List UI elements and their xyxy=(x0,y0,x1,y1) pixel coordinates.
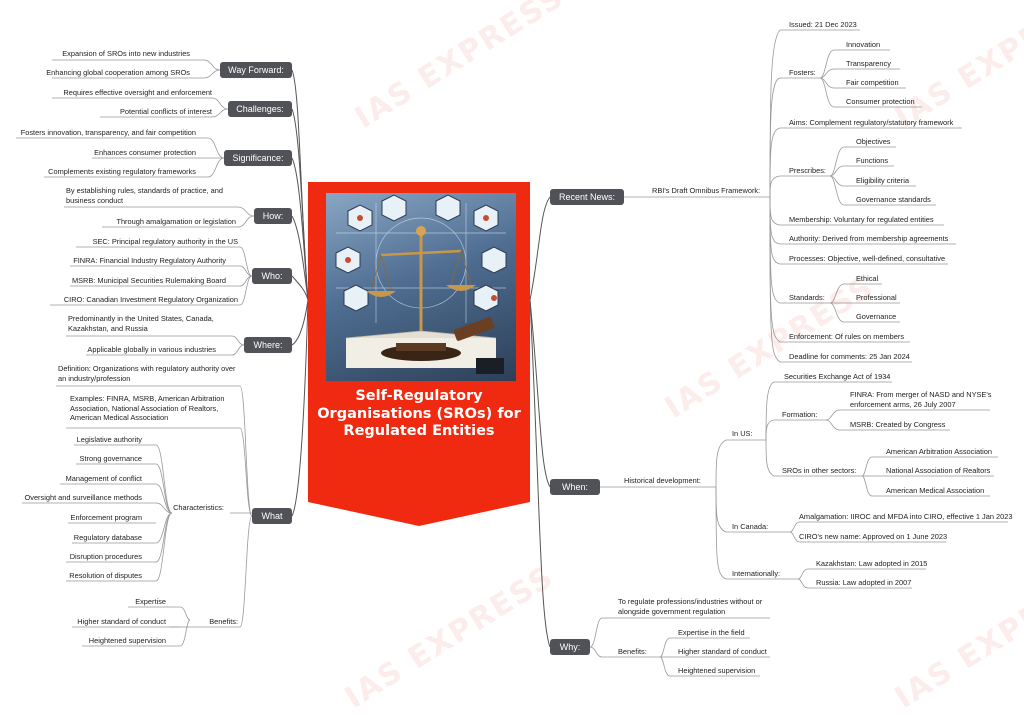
leaf-text: SEC: Principal regulatory authority in t… xyxy=(92,237,238,246)
leaf-text: Predominantly in the United States, Cana… xyxy=(68,314,214,333)
leaf-text: American Medical Association xyxy=(886,486,985,495)
leaf-text: Enhancing global cooperation among SROs xyxy=(46,68,190,77)
branch-who[interactable]: Who: xyxy=(252,268,292,284)
leaf-text: Complements existing regulatory framewor… xyxy=(48,167,196,176)
leaf-text: FINRA: Financial Industry Regulatory Aut… xyxy=(73,256,226,265)
leaf-text: Expertise in the field xyxy=(678,628,745,637)
leaf-text: Consumer protection xyxy=(846,97,915,106)
branch-where[interactable]: Where: xyxy=(244,337,292,353)
sub-branch-label: SROs in other sectors: xyxy=(782,466,857,475)
leaf-text: Governance standards xyxy=(856,195,931,204)
leaf-text: Through amalgamation or legislation xyxy=(116,217,236,226)
branch-what[interactable]: What xyxy=(252,508,292,524)
leaf-text: Issued: 21 Dec 2023 xyxy=(789,20,857,29)
leaf-text: Amalgamation: IIROC and MFDA into CIRO, … xyxy=(799,512,1013,521)
leaf-text: Professional xyxy=(856,293,897,302)
leaf-text: CIRO: Canadian Investment Regulatory Org… xyxy=(63,295,238,304)
leaf-text: American Arbitration Association xyxy=(886,447,992,456)
sub-branch-label: Historical development: xyxy=(624,476,701,485)
leaf-text: Kazakhstan: Law adopted in 2015 xyxy=(816,559,928,568)
leaf-text: By establishing rules, standards of prac… xyxy=(66,186,223,205)
leaf-text: Higher standard of conduct xyxy=(77,617,166,626)
leaf-text: Requires effective oversight and enforce… xyxy=(63,88,212,97)
branch-why[interactable]: Why: xyxy=(550,639,590,655)
leaf-text: Disruption procedures xyxy=(69,552,142,561)
leaf-text: Transparency xyxy=(846,59,891,68)
leaf-text: Higher standard of conduct xyxy=(678,647,767,656)
leaf-text: Deadline for comments: 25 Jan 2024 xyxy=(789,352,910,361)
leaf-text: CIRO's new name: Approved on 1 June 2023 xyxy=(799,532,948,541)
sub-branch-label: RBI's Draft Omnibus Framework: xyxy=(652,186,761,195)
sub-branch-label: In US: xyxy=(732,429,753,438)
leaf-text: Fair competition xyxy=(846,78,899,87)
leaf-text: MSRB: Created by Congress xyxy=(850,420,946,429)
leaf-text: Expertise xyxy=(135,597,166,606)
leaf-text: Oversight and surveillance methods xyxy=(24,493,143,502)
leaf-text: Strong governance xyxy=(79,454,142,463)
sub-branch-label: Benefits: xyxy=(209,617,238,626)
justice-scale-illustration xyxy=(326,193,516,381)
leaf-text: National Association of Realtors xyxy=(886,466,991,475)
leaf-text: Russia: Law adopted in 2007 xyxy=(816,578,912,587)
sub-branch-label: Internationally: xyxy=(732,569,781,578)
leaf-text: To regulate professions/industries witho… xyxy=(618,597,763,616)
sub-branch-label: Standards: xyxy=(789,293,825,302)
sub-branch-label: Formation: xyxy=(782,410,818,419)
leaf-text: Securities Exchange Act of 1934 xyxy=(784,372,891,381)
leaf-text: Heightened supervision xyxy=(88,636,166,645)
connector-lines xyxy=(16,29,1008,677)
leaf-text: Examples: FINRA, MSRB, American Arbitrat… xyxy=(70,394,225,423)
leaf-text: Applicable globally in various industrie… xyxy=(87,345,216,354)
branch-recent-news[interactable]: Recent News: xyxy=(550,189,624,205)
sub-branch-label: Benefits: xyxy=(618,647,647,656)
leaf-text: Objectives xyxy=(856,137,891,146)
sub-branch-label: Characteristics: xyxy=(173,503,224,512)
branch-challenges[interactable]: Challenges: xyxy=(228,101,292,117)
central-topic-card-tip xyxy=(308,502,530,526)
sub-branch-label: Fosters: xyxy=(789,68,816,77)
leaf-text: Membership: Voluntary for regulated enti… xyxy=(789,215,934,224)
branch-significance[interactable]: Significance: xyxy=(224,150,292,166)
leaf-text: Resolution of disputes xyxy=(69,571,142,580)
leaf-text: Eligibility criteria xyxy=(856,176,909,185)
branch-how[interactable]: How: xyxy=(254,208,292,224)
leaf-text: Regulatory database xyxy=(73,533,142,542)
leaf-text: Management of conflict xyxy=(65,474,142,483)
leaf-text: Functions xyxy=(856,156,889,165)
leaf-text: Fosters innovation, transparency, and fa… xyxy=(20,128,196,137)
leaf-text: Authority: Derived from membership agree… xyxy=(789,234,949,243)
leaf-text: Aims: Complement regulatory/statutory fr… xyxy=(789,118,954,127)
central-topic-title: Self-Regulatory Organisations (SROs) for… xyxy=(317,388,521,439)
leaf-text: Governance xyxy=(856,312,897,321)
leaf-text: Processes: Objective, well-defined, cons… xyxy=(789,254,946,263)
leaf-text: Innovation xyxy=(846,40,881,49)
leaf-text: Expansion of SROs into new industries xyxy=(62,49,190,58)
leaf-text: Legislative authority xyxy=(76,435,142,444)
leaf-text: Enhances consumer protection xyxy=(94,148,196,157)
branch-way-forward[interactable]: Way Forward: xyxy=(220,62,292,78)
leaf-text: Enforcement program xyxy=(70,513,142,522)
leaf-text: Ethical xyxy=(856,274,879,283)
branch-when[interactable]: When: xyxy=(550,479,600,495)
leaf-text: Potential conflicts of interest xyxy=(119,107,212,116)
leaf-text: Heightened supervision xyxy=(678,666,756,675)
leaf-text: Definition: Organizations with regulator… xyxy=(58,364,236,383)
sub-branch-label: Prescribes: xyxy=(789,166,826,175)
leaf-text: MSRB: Municipal Securities Rulemaking Bo… xyxy=(71,276,226,285)
leaf-text: Enforcement: Of rules on members xyxy=(789,332,905,341)
leaf-text: FINRA: From merger of NASD and NYSE's en… xyxy=(850,390,992,409)
sub-branch-label: In Canada: xyxy=(732,522,769,531)
